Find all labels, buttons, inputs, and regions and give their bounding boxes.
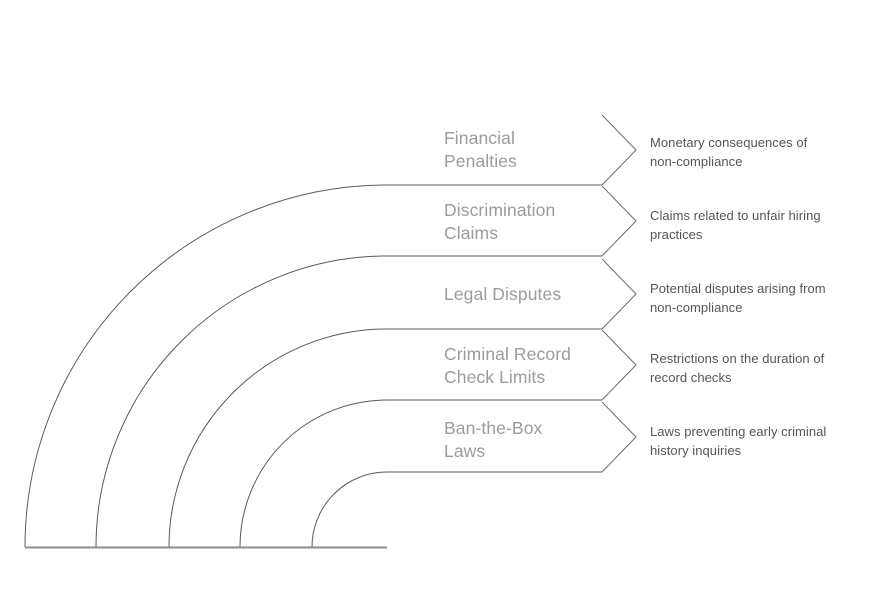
band-1-shape[interactable]: [24, 114, 637, 548]
band-3-label: Legal Disputes: [444, 284, 562, 304]
band-3-description: Potential disputes arising from non-comp…: [650, 281, 826, 315]
band-1-description: Monetary consequences of non-compliance: [650, 135, 808, 169]
band-5-shape[interactable]: [311, 401, 637, 548]
band-1-label: Financial Penalties: [444, 128, 517, 171]
band-5-arc: [311, 471, 602, 548]
band-5-chevron: [601, 401, 637, 473]
band-3-chevron: [601, 258, 637, 330]
band-5-description: Laws preventing early criminal history i…: [650, 424, 827, 458]
band-2-shape[interactable]: [95, 185, 637, 548]
band-3-arc: [168, 328, 602, 548]
band-4-chevron: [601, 329, 637, 401]
band-2-description: Claims related to unfair hiring practice…: [650, 208, 821, 242]
band-1-chevron: [601, 114, 637, 186]
band-4-label: Criminal Record Check Limits: [444, 344, 571, 387]
band-5-label: Ban-the-Box Laws: [444, 418, 543, 461]
band-4-arc: [239, 399, 602, 548]
band-1-arc: [24, 184, 602, 548]
band-4-description: Restrictions on the duration of record c…: [650, 351, 825, 385]
band-4-shape[interactable]: [239, 329, 637, 548]
band-2-arc: [95, 255, 602, 548]
band-2-chevron: [601, 185, 637, 257]
band-3-shape[interactable]: [168, 258, 637, 548]
band-2-label: Discrimination Claims: [444, 200, 556, 243]
